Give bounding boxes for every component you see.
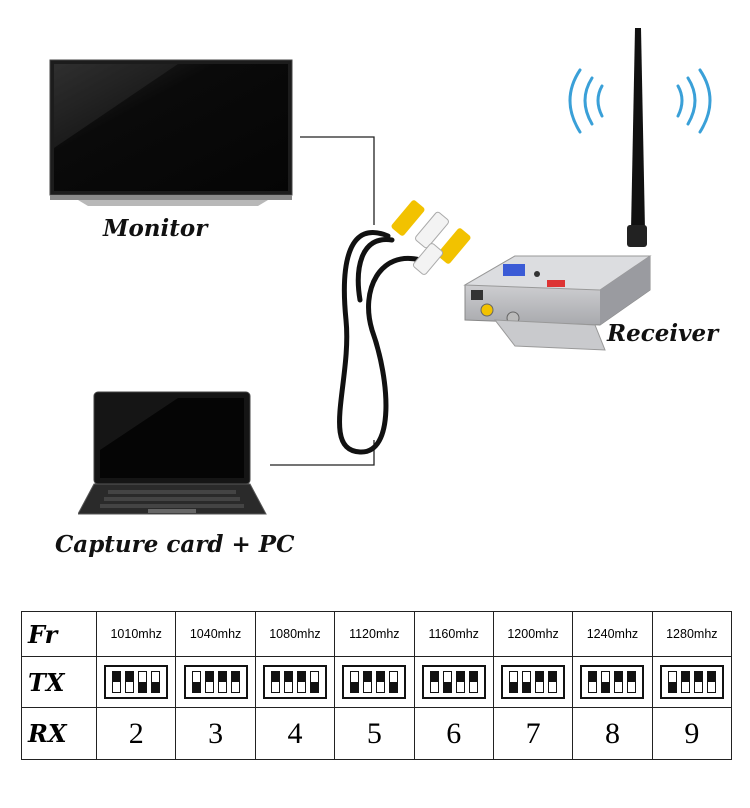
freq-cell: 1120mhz [334,611,415,657]
dip-switch-lever [667,671,677,693]
dip-switch-lever [350,671,360,693]
dip-switch-lever [230,671,240,693]
dip-switch-lever [376,671,386,693]
dip-switch-icon [659,665,724,699]
rx-channel-cell: 9 [651,707,733,760]
rx-channel-cell: 6 [413,707,494,760]
row-label-fr: Fr [21,611,97,657]
dip-switch-lever [151,671,161,693]
rx-channel-cell: 2 [95,707,177,760]
dip-switch-lever [680,671,690,693]
rx-channel-cell: 3 [175,707,256,760]
frequency-row: Fr 1010mhz 1040mhz 1080mhz 1120mhz 1160m… [21,611,733,657]
dip-switch-lever [706,671,716,693]
dip-switch-icon [104,665,169,699]
dip-switch-lever [522,671,532,693]
dip-switch-lever [270,671,280,693]
dip-switch-icon [183,665,248,699]
dip-switch-icon [421,665,486,699]
dip-switch-icon [501,665,566,699]
dip-switch-lever [204,671,214,693]
dip-switch-lever [614,671,624,693]
freq-cell: 1040mhz [175,611,256,657]
frequency-table: Fr 1010mhz 1040mhz 1080mhz 1120mhz 1160m… [21,611,733,760]
freq-cell: 1010mhz [95,611,177,657]
dip-switch-lever [601,671,611,693]
freq-cell: 1160mhz [413,611,494,657]
dip-switch-lever [309,671,319,693]
monitor-label: Monitor [103,215,208,242]
dip-switch-lever [535,671,545,693]
receiver-device-image [463,28,652,351]
wireless-signal-icon [568,68,712,134]
rx-channel-cell: 7 [492,707,574,760]
freq-cell: 1240mhz [572,611,653,657]
dip-switch-lever [442,671,452,693]
dip-switch-lever [429,671,439,693]
dip-switch-lever [509,671,519,693]
dip-switch-lever [468,671,478,693]
dip-switch-lever [296,671,306,693]
freq-cell: 1200mhz [492,611,574,657]
dip-switch-lever [191,671,201,693]
pc-label: Capture card + PC [55,531,295,558]
dip-switch-lever [455,671,465,693]
tx-row: TX [21,656,733,708]
dip-switch-lever [138,671,148,693]
dip-switch-lever [548,671,558,693]
freq-cell: 1080mhz [254,611,336,657]
dip-switch-icon [580,665,645,699]
dip-switch-lever [588,671,598,693]
monitor-image [49,59,293,206]
receiver-label: Receiver [607,320,719,347]
dip-switch-lever [389,671,399,693]
row-label-rx: RX [21,707,97,760]
dip-switch-lever [627,671,637,693]
dip-switch-lever [363,671,373,693]
rx-row: RX 2 3 4 5 6 7 8 9 [21,707,733,760]
laptop-image [78,391,267,515]
dip-switch-lever [693,671,703,693]
dip-switch-icon [262,665,327,699]
rx-channel-cell: 8 [572,707,653,760]
rx-channel-cell: 5 [334,707,415,760]
rx-channel-cell: 4 [254,707,336,760]
dip-switch-icon [342,665,407,699]
dip-switch-lever [283,671,293,693]
row-label-tx: TX [21,656,97,708]
dip-switch-lever [217,671,227,693]
dip-switch-lever [125,671,135,693]
freq-cell: 1280mhz [651,611,733,657]
dip-switch-lever [112,671,122,693]
